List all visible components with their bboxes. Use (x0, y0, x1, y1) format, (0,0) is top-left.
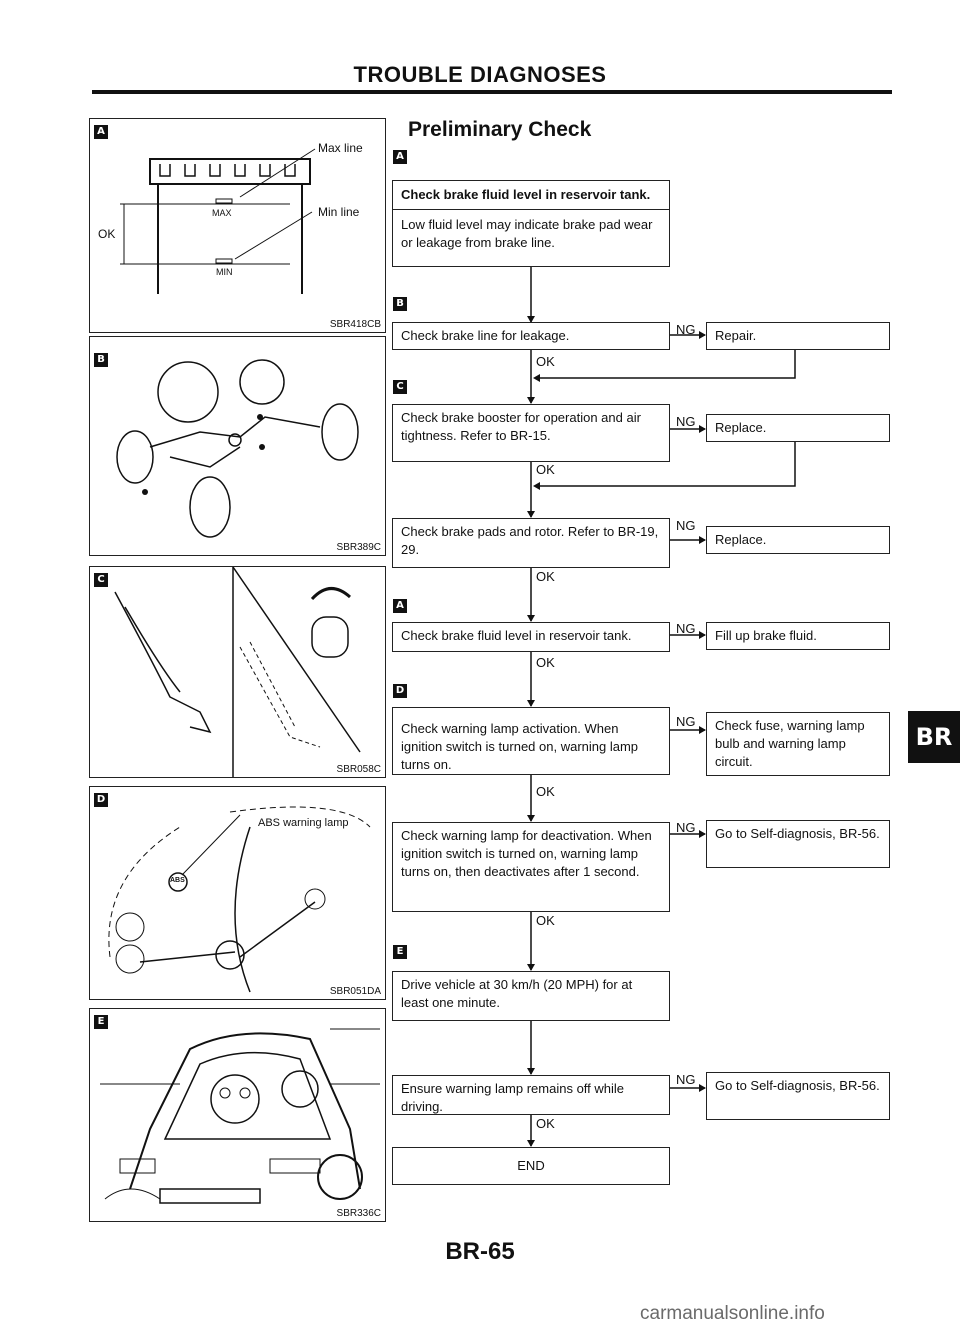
instrument-panel-drawing (108, 806, 371, 993)
step-check-fluid-level-again: Check brake fluid level in reservoir tan… (392, 622, 670, 652)
ok-label: OK (536, 913, 555, 928)
illustration-b: B SBR389C (89, 336, 386, 556)
ok-label: OK (536, 1116, 555, 1131)
step-check-lamp-deactivation: Check warning lamp for deactivation. Whe… (392, 822, 670, 912)
illustration-a: A Max line Min line MAX MIN OK SBR418CB (89, 118, 386, 333)
badge-a: A (94, 125, 108, 139)
ng-action-replace: Replace. (706, 414, 890, 442)
ng-label: NG (676, 714, 696, 729)
step-check-fluid-level: Check brake fluid level in reservoir tan… (392, 180, 670, 267)
ng-action-fill-fluid: Fill up brake fluid. (706, 622, 890, 650)
max-line-label: Max line (318, 141, 363, 155)
ng-label: NG (676, 518, 696, 533)
ng-label: NG (676, 621, 696, 636)
min-line-label: Min line (318, 205, 360, 219)
figure-code: SBR418CB (329, 319, 381, 330)
badge-e: E (94, 1015, 108, 1029)
flow-badge-a: A (393, 150, 407, 164)
ng-label: NG (676, 414, 696, 429)
ng-action-self-diagnosis: Go to Self-diagnosis, BR-56. (706, 820, 890, 868)
step-ensure-lamp-off: Ensure warning lamp remains off while dr… (392, 1075, 670, 1115)
watermark: carmanualsonline.info (640, 1303, 825, 1324)
section-tab-br: BR (908, 711, 960, 763)
step-body: Low fluid level may indicate brake pad w… (401, 217, 653, 250)
title-rule (92, 90, 892, 94)
figure-code: SBR051DA (329, 986, 381, 997)
ng-label: NG (676, 322, 696, 337)
max-mark: MAX (212, 208, 232, 218)
illustration-e: E SBR336C (89, 1008, 386, 1222)
ng-action-replace: Replace. (706, 526, 890, 554)
booster-check-drawing (114, 567, 361, 777)
figure-code: SBR389C (336, 542, 381, 553)
ng-action-self-diagnosis: Go to Self-diagnosis, BR-56. (706, 1072, 890, 1120)
ok-label: OK (536, 784, 555, 799)
page-title: TROUBLE DIAGNOSES (353, 62, 607, 87)
section-heading: Preliminary Check (408, 118, 592, 141)
badge-b: B (94, 353, 108, 367)
flow-badge-a: A (393, 599, 407, 613)
figure-code: SBR336C (336, 1208, 381, 1219)
ng-label: NG (676, 820, 696, 835)
ng-action-check-fuse: Check fuse, warning lamp bulb and warnin… (706, 712, 890, 776)
flow-badge-c: C (393, 380, 407, 394)
illustration-c: C SBR058C (89, 566, 386, 778)
step-end: END (392, 1147, 670, 1185)
step-check-brake-line: Check brake line for leakage. (392, 322, 670, 350)
flow-badge-d: D (393, 684, 407, 698)
brake-line-drawing (116, 359, 359, 538)
ok-label: OK (536, 655, 555, 670)
ok-label: OK (536, 462, 555, 477)
abs-icon: ABS (170, 877, 185, 884)
figure-code: SBR058C (336, 764, 381, 775)
step-check-pads-rotor: Check brake pads and rotor. Refer to BR-… (392, 518, 670, 568)
page-number: BR-65 (445, 1238, 515, 1265)
step-check-booster: Check brake booster for operation and ai… (392, 404, 670, 462)
step-drive-vehicle: Drive vehicle at 30 km/h (20 MPH) for at… (392, 971, 670, 1021)
abs-lamp-label: ABS warning lamp (258, 817, 349, 829)
ng-label: NG (676, 1072, 696, 1087)
flow-badge-b: B (393, 297, 407, 311)
step-header: Check brake fluid level in reservoir tan… (393, 181, 669, 210)
ng-action-repair: Repair. (706, 322, 890, 350)
badge-d: D (94, 793, 108, 807)
flow-badge-e: E (393, 945, 407, 959)
step-check-lamp-activation: Check warning lamp activation. When igni… (392, 707, 670, 775)
min-mark: MIN (216, 267, 233, 277)
car-driving-drawing (100, 1028, 380, 1204)
ok-label: OK (536, 354, 555, 369)
badge-c: C (94, 573, 108, 587)
illustration-d: D ABS warning lamp ABS SBR051DA (89, 786, 386, 1000)
ok-range-label: OK (98, 227, 116, 241)
ok-label: OK (536, 569, 555, 584)
reservoir-diagram (120, 148, 316, 294)
